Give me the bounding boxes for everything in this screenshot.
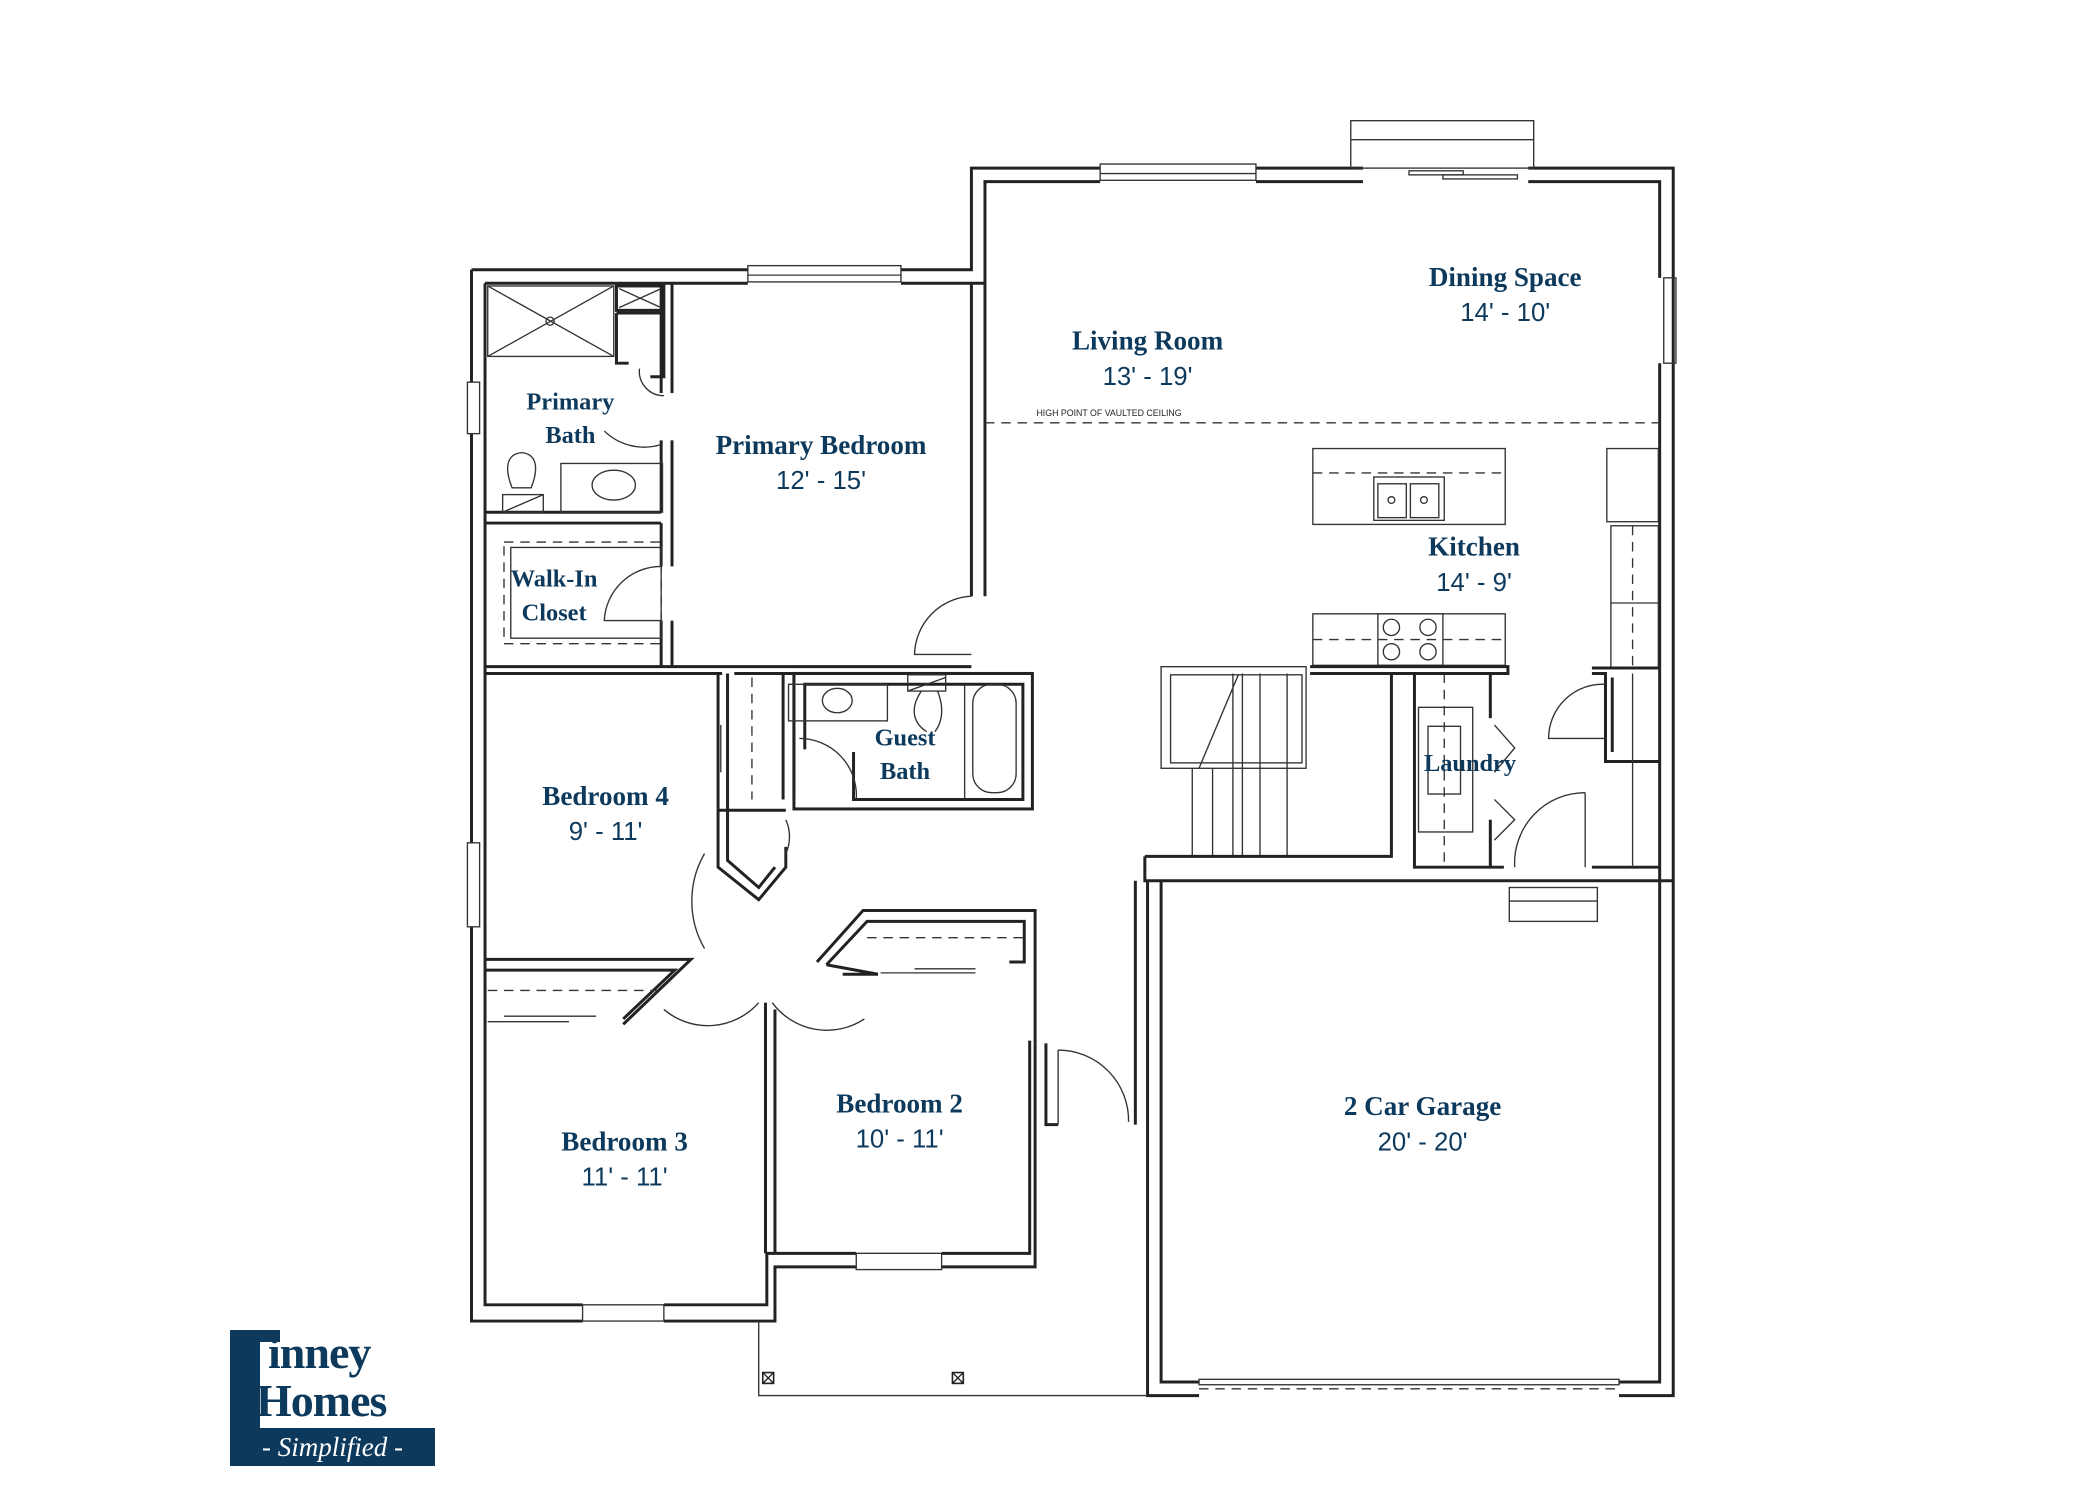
dining-space-name: Dining Space bbox=[1429, 262, 1582, 292]
dining-space-dims: 14' - 10' bbox=[1460, 299, 1550, 327]
walk-in-closet-name-1: Walk-In bbox=[511, 566, 598, 593]
logo-line1: inney bbox=[268, 1327, 371, 1378]
room-labels: Dining Space 14' - 10' Living Room 13' -… bbox=[511, 262, 1582, 1192]
vaulted-ceiling-note: HIGH POINT OF VAULTED CEILING bbox=[1036, 408, 1181, 418]
primary-bath-name-1: Primary bbox=[526, 388, 614, 415]
walk-in-closet-name-2: Closet bbox=[522, 600, 588, 627]
guest-bath-name-2: Bath bbox=[880, 758, 931, 785]
bedroom2-dims: 10' - 11' bbox=[856, 1126, 944, 1154]
primary-bath-name-2: Bath bbox=[545, 422, 596, 449]
laundry-name: Laundry bbox=[1424, 750, 1516, 777]
bedroom4-name: Bedroom 4 bbox=[542, 781, 669, 811]
logo-tagline: - Simplified - bbox=[230, 1428, 435, 1466]
bedroom3-dims: 11' - 11' bbox=[582, 1164, 668, 1192]
living-room-name: Living Room bbox=[1072, 326, 1224, 356]
kitchen-name: Kitchen bbox=[1428, 532, 1520, 562]
logo-f-stem bbox=[230, 1330, 260, 1437]
primary-bedroom-name: Primary Bedroom bbox=[716, 430, 927, 460]
living-room-dims: 13' - 19' bbox=[1103, 363, 1193, 391]
bedroom2-name: Bedroom 2 bbox=[836, 1088, 963, 1118]
bedroom4-dims: 9' - 11' bbox=[569, 818, 643, 846]
logo-line2: Homes bbox=[256, 1375, 387, 1426]
garage-name: 2 Car Garage bbox=[1344, 1091, 1501, 1121]
guest-bath-walls bbox=[485, 671, 1037, 1254]
primary-bedroom-dims: 12' - 15' bbox=[776, 467, 866, 495]
garage-dims: 20' - 20' bbox=[1378, 1128, 1468, 1156]
guest-bath-name-1: Guest bbox=[875, 724, 937, 751]
bedroom3-name: Bedroom 3 bbox=[561, 1126, 688, 1156]
finney-homes-logo: inney Homes - Simplified - bbox=[230, 1330, 435, 1470]
porch-post-icon bbox=[761, 1371, 775, 1385]
kitchen-dims: 14' - 9' bbox=[1436, 569, 1512, 597]
kitchen-fixtures bbox=[984, 422, 1674, 1125]
primary-suite-walls bbox=[485, 283, 1033, 675]
exterior-walls bbox=[466, 119, 1677, 1398]
porch-post-icon bbox=[951, 1371, 965, 1385]
logo-f-bar bbox=[230, 1330, 280, 1342]
